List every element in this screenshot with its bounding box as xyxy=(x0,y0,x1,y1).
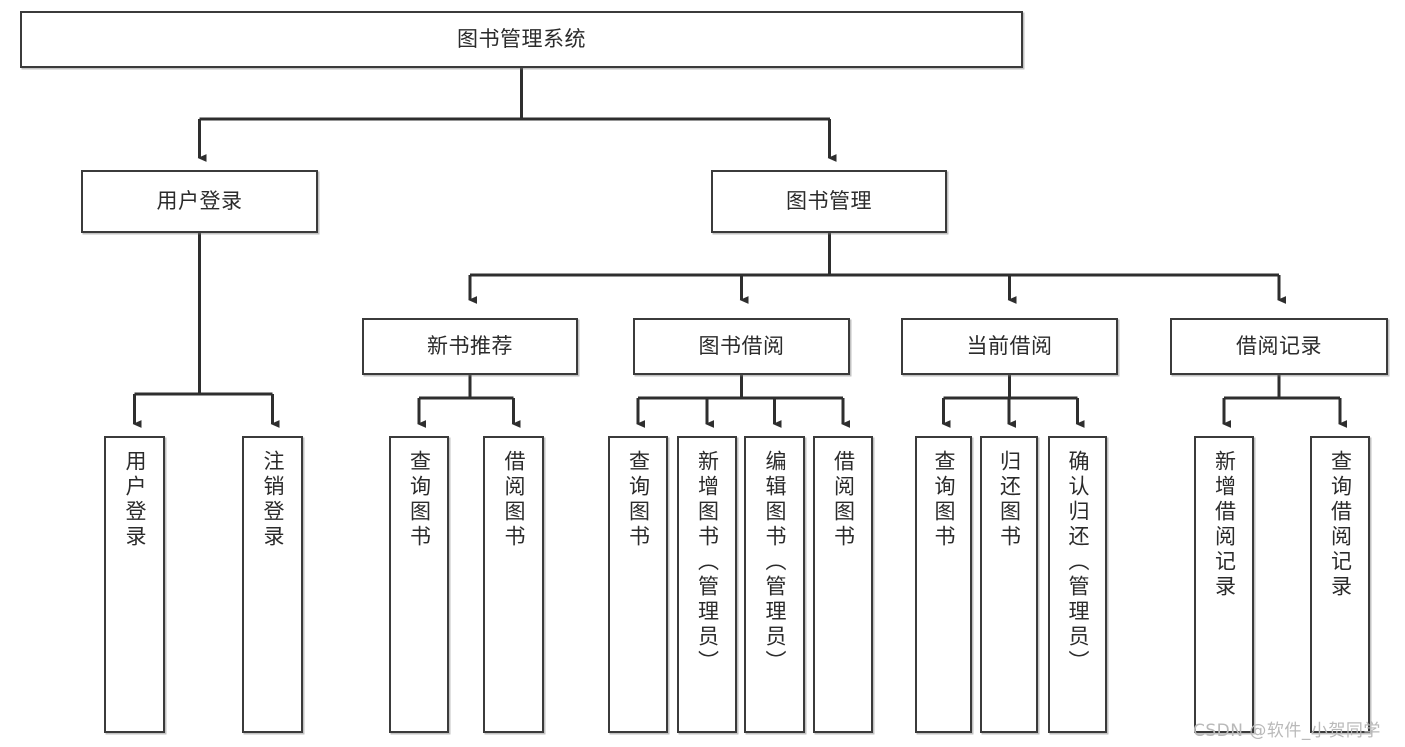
node-label: 用户登录 xyxy=(156,189,243,214)
node-label: 新增图书（管理员） xyxy=(695,450,720,675)
node-leaf-user-login[interactable]: 用户登录 xyxy=(104,436,165,733)
node-leaf-query-book-2[interactable]: 查询图书 xyxy=(608,436,668,733)
node-label: 编辑图书（管理员） xyxy=(763,450,787,675)
node-borrow-record[interactable]: 借阅记录 xyxy=(1170,318,1388,375)
node-book-borrow[interactable]: 图书借阅 xyxy=(633,318,850,375)
node-leaf-add-borrow-record[interactable]: 新增借阅记录 xyxy=(1194,436,1254,733)
node-leaf-edit-book-admin[interactable]: 编辑图书（管理员） xyxy=(744,436,805,733)
node-leaf-query-book-3[interactable]: 查询图书 xyxy=(915,436,972,733)
node-label: 注销登录 xyxy=(261,450,285,550)
node-user-login[interactable]: 用户登录 xyxy=(81,170,318,233)
node-book-management[interactable]: 图书管理 xyxy=(711,170,947,233)
node-current-borrow[interactable]: 当前借阅 xyxy=(901,318,1118,375)
node-leaf-confirm-return-admin[interactable]: 确认归还（管理员） xyxy=(1048,436,1107,733)
node-label: 当前借阅 xyxy=(966,334,1053,359)
node-leaf-return-book[interactable]: 归还图书 xyxy=(980,436,1038,733)
node-label: 查询图书 xyxy=(407,450,432,550)
node-label: 借阅记录 xyxy=(1236,334,1322,359)
node-label: 查询图书 xyxy=(626,450,651,550)
node-label: 查询图书 xyxy=(932,450,956,550)
node-label: 新增借阅记录 xyxy=(1212,450,1237,600)
node-label: 借阅图书 xyxy=(502,450,526,550)
node-label: 新书推荐 xyxy=(427,334,513,359)
node-leaf-borrow-book-2[interactable]: 借阅图书 xyxy=(813,436,873,733)
node-label: 确认归还（管理员） xyxy=(1066,450,1090,675)
node-leaf-user-logout[interactable]: 注销登录 xyxy=(242,436,303,733)
node-leaf-add-book-admin[interactable]: 新增图书（管理员） xyxy=(677,436,737,733)
node-new-book-recommend[interactable]: 新书推荐 xyxy=(362,318,578,375)
node-label: 归还图书 xyxy=(997,450,1022,550)
watermark-text: CSDN @软件_小贺同学 xyxy=(1193,721,1381,741)
node-leaf-query-borrow-record[interactable]: 查询借阅记录 xyxy=(1310,436,1370,733)
node-leaf-query-book-1[interactable]: 查询图书 xyxy=(389,436,449,733)
node-root-book-management-system[interactable]: 图书管理系统 xyxy=(20,11,1023,68)
node-label: 查询借阅记录 xyxy=(1328,450,1353,600)
node-label: 用户登录 xyxy=(123,450,147,550)
node-label: 图书借阅 xyxy=(698,334,785,359)
node-label: 借阅图书 xyxy=(831,450,856,550)
node-label: 图书管理 xyxy=(786,189,872,214)
node-leaf-borrow-book-1[interactable]: 借阅图书 xyxy=(483,436,544,733)
node-label: 图书管理系统 xyxy=(457,27,586,52)
